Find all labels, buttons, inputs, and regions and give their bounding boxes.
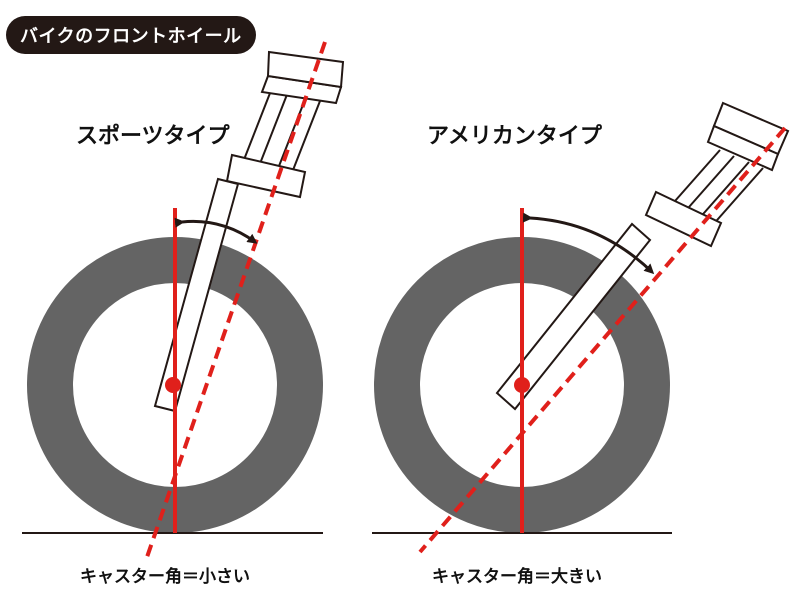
american-caster-angle-arrow (522, 212, 655, 275)
sport-top-clamp-body (266, 50, 345, 89)
american-type-label: アメリカンタイプ (427, 124, 602, 149)
sport-axle-dot (165, 377, 181, 393)
american-lower-clamp (644, 190, 723, 248)
sport-caster-caption: キャスター角＝小さい (80, 567, 250, 587)
american-axle-dot (514, 377, 530, 393)
sport-type-label: スポーツタイプ (76, 124, 230, 149)
title-badge: バイクのフロントホイール (6, 16, 256, 54)
sport-lower-clamp (225, 153, 307, 199)
american-caster-caption: キャスター角＝大きい (432, 567, 602, 587)
american-steering-axis-line (418, 126, 787, 554)
sport-caster-angle-arrow (174, 217, 258, 244)
sport-wheel-diagram (22, 41, 345, 561)
sport-steering-axis-line (144, 41, 327, 561)
american-wheel-diagram (372, 101, 790, 554)
title-text: バイクのフロントホイール (20, 26, 242, 47)
